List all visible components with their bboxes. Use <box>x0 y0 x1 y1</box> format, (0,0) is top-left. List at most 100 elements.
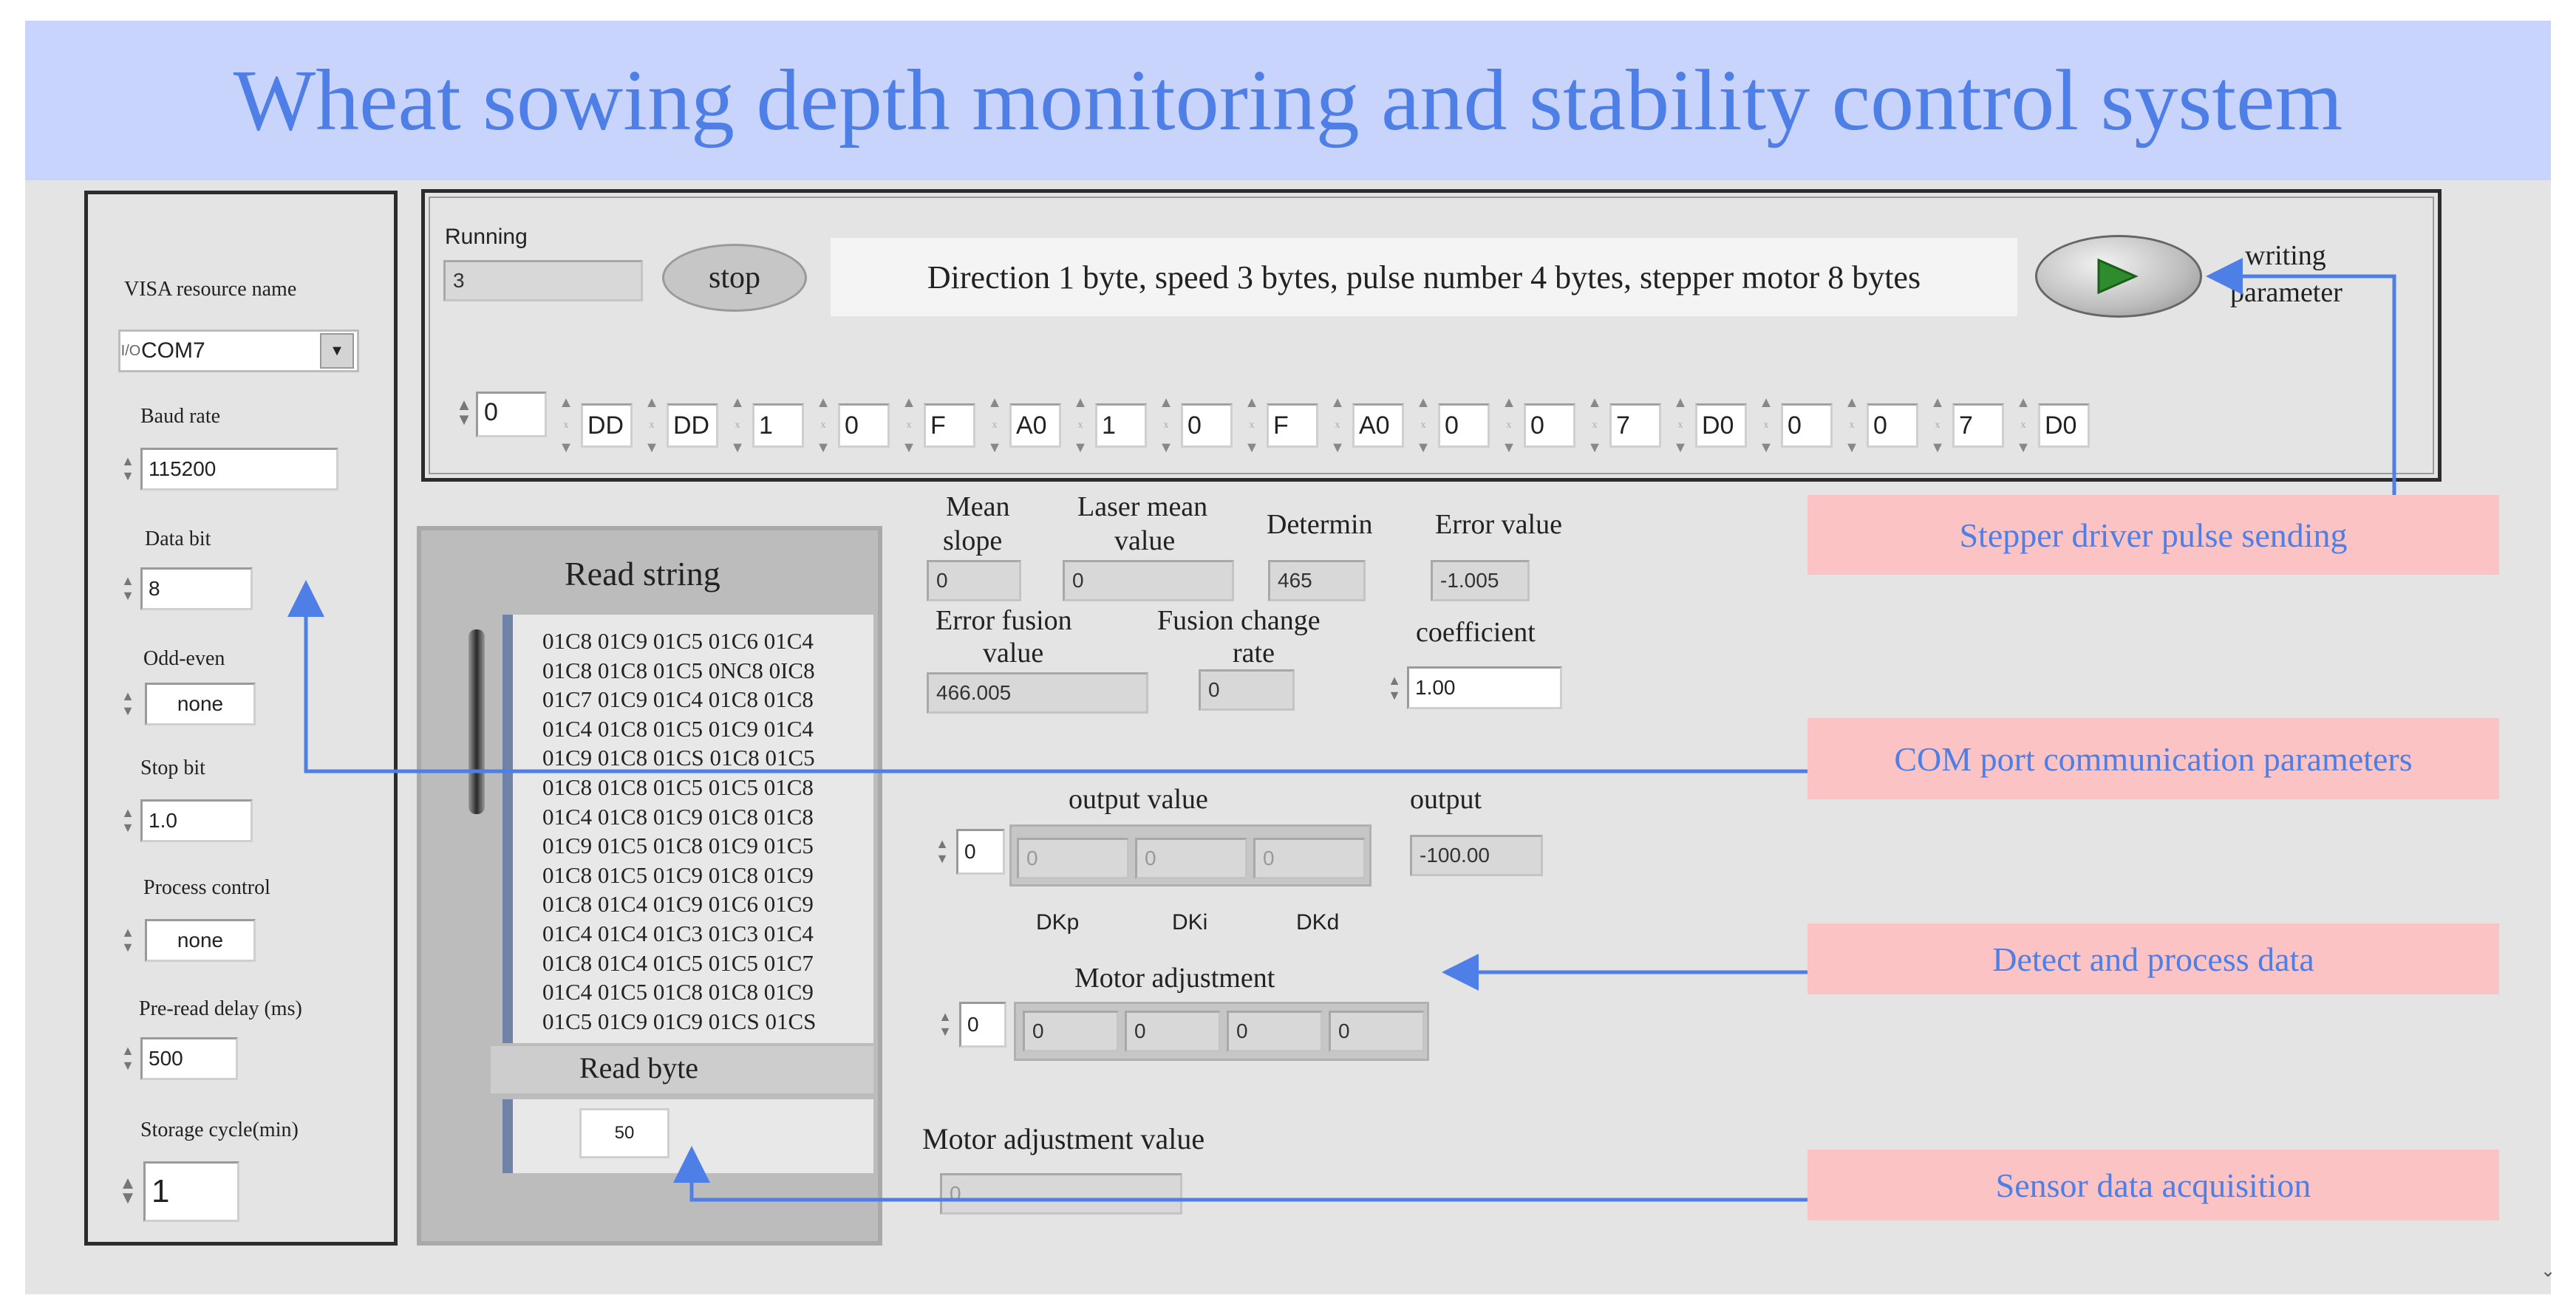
read-byte-input[interactable]: 50 <box>579 1108 669 1158</box>
databit-label: Data bit <box>145 527 211 550</box>
byte-cell[interactable]: ▲x▼ 7 <box>1923 394 2004 457</box>
byte-cell[interactable]: ▲x▼ DD <box>637 394 718 457</box>
fusion-label-2: value <box>983 638 1044 669</box>
byte-spinner-icon[interactable]: ▲x▼ <box>1159 394 1173 456</box>
parity-input[interactable]: none <box>145 683 256 725</box>
write-parameter-button[interactable] <box>2035 235 2202 318</box>
visa-resource-select[interactable]: I/O COM7 ▼ <box>118 329 359 372</box>
read-string-line: 01C8 01C4 01C5 01C5 01C7 <box>542 949 814 976</box>
byte-cell[interactable]: ▲x▼ 0 <box>1494 394 1575 457</box>
byte-spinner-icon[interactable]: ▲x▼ <box>987 394 1002 456</box>
byte-spinner-icon[interactable]: ▲x▼ <box>1502 394 1516 456</box>
byte-spinner-icon[interactable]: ▲x▼ <box>1330 394 1345 456</box>
byte-cell[interactable]: ▲x▼ D0 <box>1666 394 1747 457</box>
byte-spinner-icon[interactable]: ▲x▼ <box>2016 394 2031 456</box>
read-string-line: 01C8 01C8 01C5 01C5 01C8 <box>542 773 814 800</box>
scrollbar-handle[interactable] <box>468 629 485 814</box>
byte-cell[interactable]: ▲x▼ 0 <box>1837 394 1918 457</box>
byte-value[interactable]: 1 <box>752 403 804 448</box>
byte-value[interactable]: D0 <box>2038 403 2090 448</box>
array-index-input[interactable]: 0 <box>476 392 547 437</box>
byte-cell[interactable]: ▲x▼ 0 <box>1408 394 1490 457</box>
byte-cell[interactable]: ▲x▼ 0 <box>1151 394 1233 457</box>
byte-value[interactable]: D0 <box>1695 403 1747 448</box>
motor-index-spinner-icon[interactable]: ▲▼ <box>938 1009 952 1039</box>
read-string-lines: 01C8 01C9 01C5 01C6 01C4 01C8 01C8 01C5 0… <box>542 626 868 1036</box>
byte-cell[interactable]: ▲x▼ F <box>1237 394 1318 457</box>
output-index-input[interactable]: 0 <box>956 829 1005 875</box>
byte-value[interactable]: A0 <box>1352 403 1404 448</box>
stopbit-spinner-icon[interactable]: ▲▼ <box>121 805 134 835</box>
byte-cell[interactable]: ▲x▼ DD <box>551 394 633 457</box>
byte-spinner-icon[interactable]: ▲x▼ <box>1416 394 1431 456</box>
byte-value[interactable]: DD <box>667 403 718 448</box>
flow-control-input[interactable]: none <box>145 919 256 962</box>
chevron-down-icon[interactable]: ⌄ <box>2541 1262 2556 1281</box>
stop-button[interactable]: stop <box>662 244 807 312</box>
byte-value[interactable]: 0 <box>1181 403 1233 448</box>
baud-rate-input[interactable]: 115200 <box>140 448 338 491</box>
byte-value[interactable]: 7 <box>1609 403 1661 448</box>
byte-value[interactable]: A0 <box>1009 403 1061 448</box>
byte-value[interactable]: 7 <box>1952 403 2004 448</box>
byte-spinner-icon[interactable]: ▲x▼ <box>1587 394 1602 456</box>
byte-cell[interactable]: ▲x▼ A0 <box>1323 394 1404 457</box>
byte-cell[interactable]: ▲x▼ D0 <box>2008 394 2090 457</box>
byte-cell[interactable]: ▲x▼ 1 <box>1066 394 1147 457</box>
baud-spinner-icon[interactable]: ▲▼ <box>121 454 134 483</box>
byte-spinner-icon[interactable]: ▲x▼ <box>902 394 916 456</box>
arrow-sensor <box>673 1146 1807 1202</box>
databit-spinner-icon[interactable]: ▲▼ <box>121 573 134 603</box>
byte-cell[interactable]: ▲x▼ 0 <box>808 394 890 457</box>
byte-value[interactable]: 0 <box>1867 403 1918 448</box>
index-spinner-icon[interactable]: ▲▼ <box>456 395 472 428</box>
byte-cell[interactable]: ▲x▼ 0 <box>1751 394 1833 457</box>
byte-cell[interactable]: ▲x▼ F <box>894 394 975 457</box>
byte-cell[interactable]: ▲x▼ 1 <box>723 394 804 457</box>
byte-spinner-icon[interactable]: ▲x▼ <box>1844 394 1859 456</box>
byte-cell[interactable]: ▲x▼ A0 <box>980 394 1061 457</box>
byte-spinner-icon[interactable]: ▲x▼ <box>1759 394 1773 456</box>
visa-value: COM7 <box>141 338 205 363</box>
byte-spinner-icon[interactable]: ▲x▼ <box>816 394 831 456</box>
byte-spinner-icon[interactable]: ▲x▼ <box>730 394 745 456</box>
mean-slope-indicator: 0 <box>927 560 1021 601</box>
format-info-text: Direction 1 byte, speed 3 bytes, pulse n… <box>831 238 2017 316</box>
motor-index-input[interactable]: 0 <box>959 1002 1006 1048</box>
byte-spinner-icon[interactable]: ▲x▼ <box>1673 394 1688 456</box>
byte-value[interactable]: 0 <box>1524 403 1575 448</box>
read-string-box[interactable] <box>502 615 873 1043</box>
coefficient-spinner-icon[interactable]: ▲▼ <box>1388 673 1401 703</box>
databit-input[interactable]: 8 <box>140 567 253 610</box>
flow-label: Process control <box>143 876 270 899</box>
running-label: Running <box>445 225 528 249</box>
read-string-line: 01C4 01C4 01C3 01C3 01C4 <box>542 920 814 946</box>
byte-spinner-icon[interactable]: ▲x▼ <box>559 394 573 456</box>
parameter-label: parameter <box>2230 277 2342 308</box>
read-string-title: Read string <box>565 555 720 592</box>
byte-cell[interactable]: ▲x▼ 7 <box>1580 394 1661 457</box>
coefficient-input[interactable]: 1.00 <box>1407 666 1562 709</box>
byte-value[interactable]: 0 <box>838 403 890 448</box>
pre-read-delay-input[interactable]: 500 <box>140 1037 238 1080</box>
delay-spinner-icon[interactable]: ▲▼ <box>121 1043 134 1073</box>
byte-value[interactable]: 0 <box>1781 403 1833 448</box>
output-index-spinner-icon[interactable]: ▲▼ <box>936 836 949 866</box>
cycle-spinner-icon[interactable]: ▲▼ <box>119 1174 137 1208</box>
determin-label: Determin <box>1267 509 1373 540</box>
byte-spinner-icon[interactable]: ▲x▼ <box>1930 394 1945 456</box>
chevron-down-icon[interactable]: ▼ <box>320 333 354 369</box>
stopbit-input[interactable]: 1.0 <box>140 799 253 842</box>
byte-spinner-icon[interactable]: ▲x▼ <box>644 394 659 456</box>
byte-value[interactable]: 1 <box>1095 403 1147 448</box>
byte-spinner-icon[interactable]: ▲x▼ <box>1244 394 1259 456</box>
byte-value[interactable]: 0 <box>1438 403 1490 448</box>
byte-spinner-icon[interactable]: ▲x▼ <box>1073 394 1088 456</box>
byte-value[interactable]: DD <box>581 403 633 448</box>
read-string-line: 01C8 01C9 01C5 01C6 01C4 <box>542 628 814 654</box>
parity-spinner-icon[interactable]: ▲▼ <box>121 689 134 718</box>
byte-value[interactable]: F <box>1267 403 1318 448</box>
flow-spinner-icon[interactable]: ▲▼ <box>121 925 134 954</box>
byte-value[interactable]: F <box>924 403 975 448</box>
storage-cycle-input[interactable]: 1 <box>143 1161 239 1222</box>
